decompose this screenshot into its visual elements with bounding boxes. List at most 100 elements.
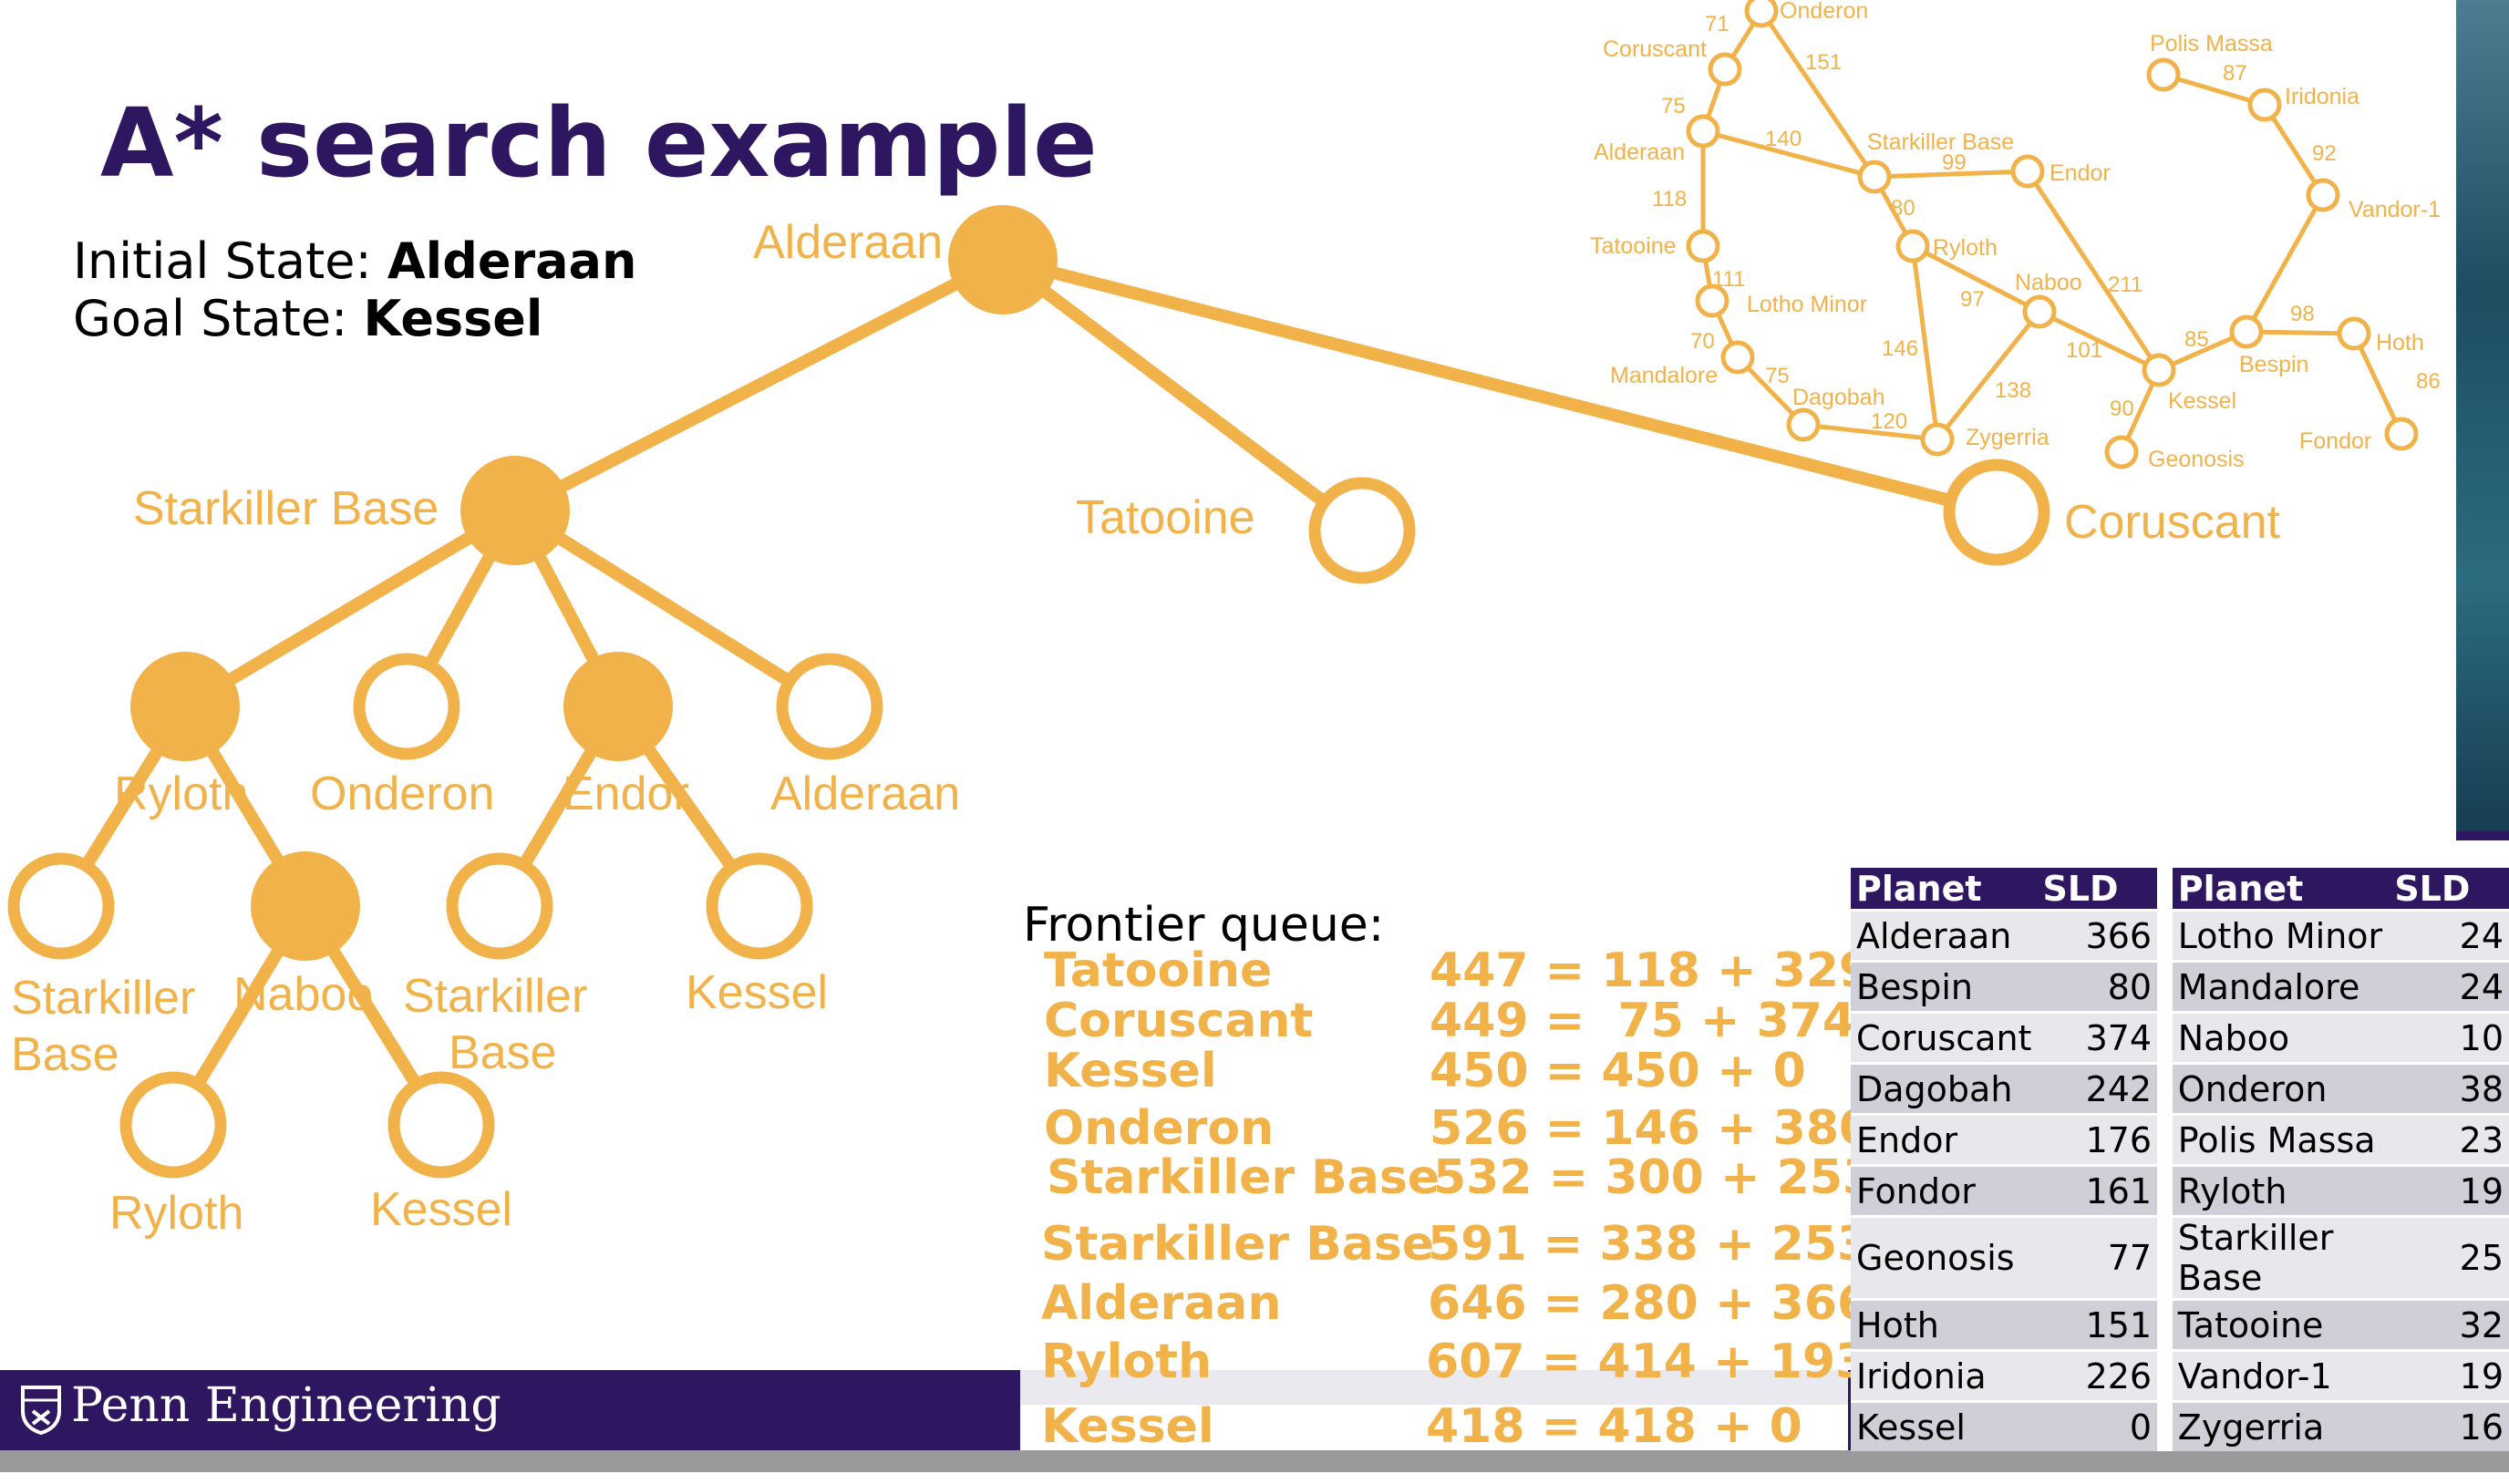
map-distance: 87 (2223, 61, 2247, 86)
sld-cell: 151 (2037, 1298, 2158, 1351)
map-node (1720, 340, 1755, 375)
map-edge (1910, 245, 1940, 440)
frontier-node: Kessel (1044, 1044, 1217, 1098)
frontier-highlight-row (1020, 1370, 1848, 1405)
map-node (2306, 178, 2340, 212)
frontier-cost: 591 = 338 + 253 (1428, 1217, 1871, 1272)
tree-label: Coruscant (2064, 496, 2281, 549)
tree-node-open (7, 852, 115, 960)
map-label: Onderon (1780, 0, 1868, 24)
map-node (2142, 353, 2176, 387)
frontier-cost: 447 = 118 + 329 (1430, 943, 1873, 998)
map-distance: 70 (1690, 329, 1715, 354)
map-label: Alderaan (1594, 139, 1685, 165)
map-edge (1759, 9, 1877, 179)
map-node (1895, 229, 1930, 263)
map-distance: 146 (1882, 336, 1918, 361)
frontier-node: Onderon (1044, 1101, 1275, 1156)
sld-cell: 32 (2389, 1298, 2509, 1351)
planet-cell: Onderon (2172, 1062, 2390, 1115)
map-label: Iridonia (2285, 84, 2359, 109)
sld-cell: 80 (2037, 960, 2158, 1013)
frontier-node: Starkiller Base (1041, 1217, 1435, 1272)
sld-cell: 38 (2389, 1062, 2509, 1115)
table-gap (2157, 1400, 2173, 1451)
planet-cell: Geonosis (1851, 1215, 2038, 1300)
tree-node-filled (130, 652, 240, 761)
sld-cell: 242 (2037, 1062, 2158, 1115)
tree-node-open (446, 852, 553, 960)
map-distance: 101 (2066, 338, 2102, 363)
decorative-image-strip (2456, 0, 2509, 831)
tree-node-filled (563, 652, 673, 761)
table-gap (2157, 1349, 2173, 1402)
sld-cell: 19 (2389, 1349, 2509, 1402)
map-label: Tatooine (1590, 233, 1677, 259)
tree-label: Starkiller (403, 970, 587, 1023)
sld-cell: 19 (2389, 1164, 2509, 1217)
map-node (1920, 422, 1955, 457)
frontier-node: Tatooine (1044, 943, 1273, 998)
sld-cell: 24 (2389, 909, 2509, 962)
planet-cell: Starkiller Base (2172, 1215, 2390, 1300)
planet-cell: Coruscant (1851, 1011, 2038, 1064)
sld-cell: 16 (2389, 1400, 2509, 1451)
planet-cell: Vandor-1 (2172, 1349, 2390, 1402)
frontier-cost: 532 = 300 + 253 (1433, 1150, 1876, 1205)
tree-edge (509, 253, 1009, 517)
tree-label: Tatooine (1076, 491, 1255, 544)
map-label: Lotho Minor (1747, 292, 1867, 317)
planet-cell: Zygerria (2172, 1400, 2390, 1451)
planet-cell: Tatooine (2172, 1298, 2390, 1351)
planet-cell: Endor (1851, 1113, 2038, 1166)
planet-cell: Hoth (1851, 1298, 2038, 1351)
frontier-title: Frontier queue: (1023, 898, 1385, 953)
planet-cell: Ryloth (2172, 1164, 2390, 1217)
planet-cell: Iridonia (1851, 1349, 2038, 1402)
table-gap (2157, 1062, 2173, 1115)
table-header: SLD (2037, 868, 2158, 911)
goal-state: Goal State: Kessel (73, 290, 542, 347)
map-label: Geonosis (2148, 447, 2245, 472)
map-distance: 211 (2108, 273, 2142, 297)
tree-label: Alderaan (770, 768, 960, 820)
map-node (2384, 417, 2419, 451)
tree-label-root: Alderaan (753, 216, 943, 269)
map-distance: 71 (1705, 12, 1729, 36)
logo-text: Penn Engineering (71, 1378, 501, 1433)
frontier-node: Ryloth (1041, 1335, 1213, 1389)
planet-cell: Naboo (2172, 1011, 2390, 1064)
map-node (1744, 0, 1779, 28)
map-node (1695, 283, 1729, 318)
frontier-node: Kessel (1041, 1399, 1214, 1454)
planet-cell: Fondor (1851, 1164, 2038, 1217)
tree-node-open (387, 1071, 495, 1179)
tree-label: Kessel (686, 966, 828, 1019)
map-distance: 120 (1871, 409, 1907, 434)
table-header-row: Planet SLD Planet SLD (1851, 868, 2509, 911)
sld-cell: 24 (2389, 960, 2509, 1013)
tree-node-open (776, 653, 883, 760)
table-header: Planet (2172, 868, 2390, 911)
map-edge (2351, 332, 2404, 436)
map-distance: 99 (1942, 150, 1967, 175)
tree-edge (179, 504, 521, 713)
frontier-cost: 646 = 280 + 366 (1428, 1276, 1871, 1331)
sld-cell: 77 (2037, 1215, 2158, 1300)
table-header: Planet (1851, 868, 2038, 911)
sld-cell: 25 (2389, 1215, 2509, 1300)
map-label: Kessel (2168, 388, 2236, 414)
slide-title: A* search example (100, 88, 1098, 199)
frontier-cost: 449 = 75 + 374 (1430, 994, 1856, 1048)
map-label: Fondor (2299, 428, 2371, 454)
map-distance: 85 (2184, 327, 2209, 352)
map-label: Naboo (2015, 270, 2082, 295)
map-distance: 86 (2416, 369, 2441, 394)
tree-node-filled (948, 205, 1058, 314)
map-distance: 80 (1891, 196, 1915, 221)
map-label: Starkiller Base (1867, 129, 2014, 155)
